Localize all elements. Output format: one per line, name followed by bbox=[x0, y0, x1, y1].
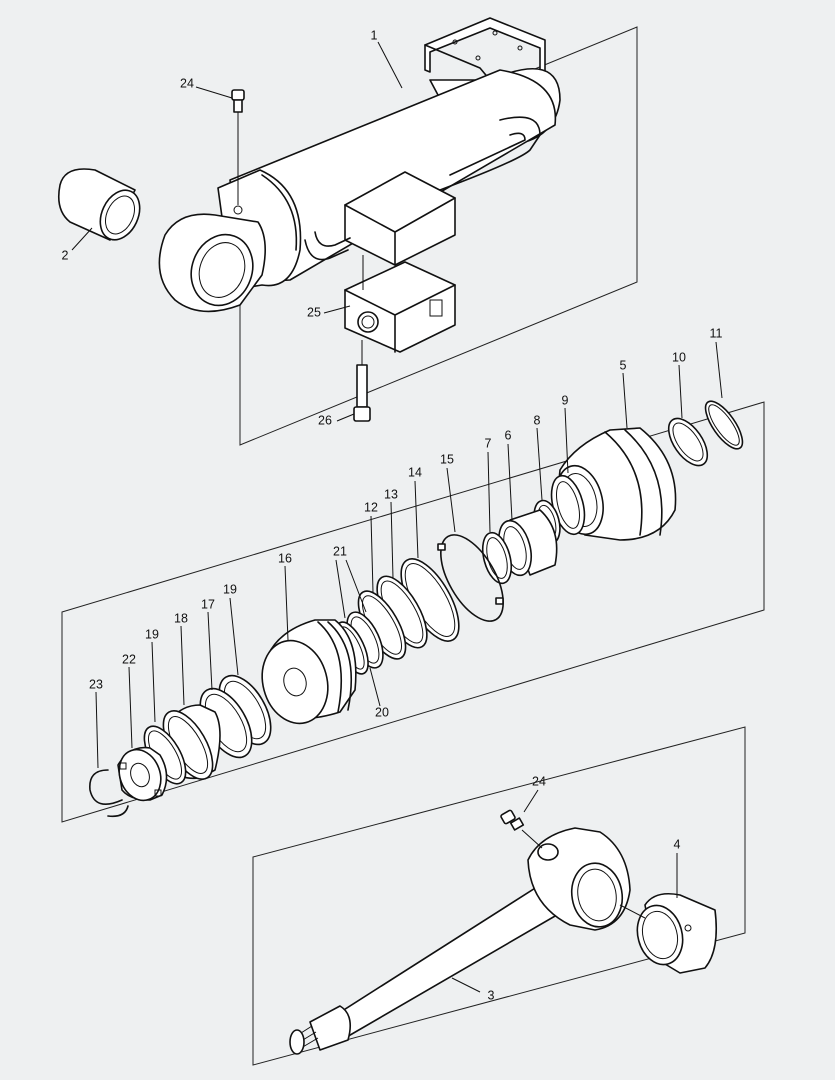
part-25-valve-block bbox=[344, 255, 456, 353]
part-15-snap-ring bbox=[440, 534, 504, 622]
part-10-ring bbox=[667, 417, 709, 467]
callout-20: 20 bbox=[375, 705, 389, 719]
callout-8: 8 bbox=[534, 413, 541, 427]
callout-11: 11 bbox=[710, 326, 723, 340]
part-16-piston bbox=[261, 619, 357, 725]
callout-14: 14 bbox=[408, 465, 422, 479]
callout-labels: 1 24 2 25 26 11 10 5 9 8 6 7 15 14 13 12… bbox=[62, 28, 723, 1002]
callout-4: 4 bbox=[674, 837, 681, 851]
callout-23: 23 bbox=[89, 677, 103, 691]
callout-19-left: 19 bbox=[145, 627, 159, 641]
callout-21: 21 bbox=[333, 544, 347, 558]
frame-rod-group bbox=[252, 726, 746, 1066]
part-26-bolt bbox=[353, 340, 371, 422]
callout-25: 25 bbox=[307, 305, 321, 319]
callout-22: 22 bbox=[122, 652, 136, 666]
part-23-clip bbox=[89, 769, 129, 818]
callout-18: 18 bbox=[174, 611, 188, 625]
part-4-bushing bbox=[619, 892, 718, 974]
callout-17: 17 bbox=[201, 597, 215, 611]
part-7-ring bbox=[481, 531, 513, 585]
callout-7: 7 bbox=[485, 436, 492, 450]
frame-seal-group bbox=[61, 401, 765, 823]
callout-1: 1 bbox=[371, 28, 378, 42]
callout-leaders bbox=[71, 41, 723, 993]
callout-6: 6 bbox=[505, 428, 512, 442]
callout-13: 13 bbox=[384, 487, 398, 501]
callout-3: 3 bbox=[488, 988, 495, 1002]
part-22-nut bbox=[117, 746, 168, 802]
callout-10: 10 bbox=[672, 350, 686, 364]
callout-12: 12 bbox=[364, 500, 378, 514]
callout-9: 9 bbox=[562, 393, 569, 407]
callout-2: 2 bbox=[62, 248, 69, 262]
barrel-assembly bbox=[158, 17, 561, 313]
part-24-grease-fitting-bottom bbox=[500, 809, 543, 849]
callout-24-bottom: 24 bbox=[532, 774, 546, 788]
part-2-bushing bbox=[57, 168, 141, 241]
callout-24-top: 24 bbox=[180, 76, 194, 90]
part-24-grease-fitting-top bbox=[231, 89, 245, 205]
part-11-ring bbox=[704, 400, 744, 450]
callout-19-right: 19 bbox=[223, 582, 237, 596]
callout-5: 5 bbox=[620, 358, 627, 372]
part-3-piston-rod bbox=[289, 827, 631, 1055]
callout-16: 16 bbox=[278, 551, 292, 565]
callout-26: 26 bbox=[318, 413, 332, 427]
callout-15: 15 bbox=[440, 452, 454, 466]
